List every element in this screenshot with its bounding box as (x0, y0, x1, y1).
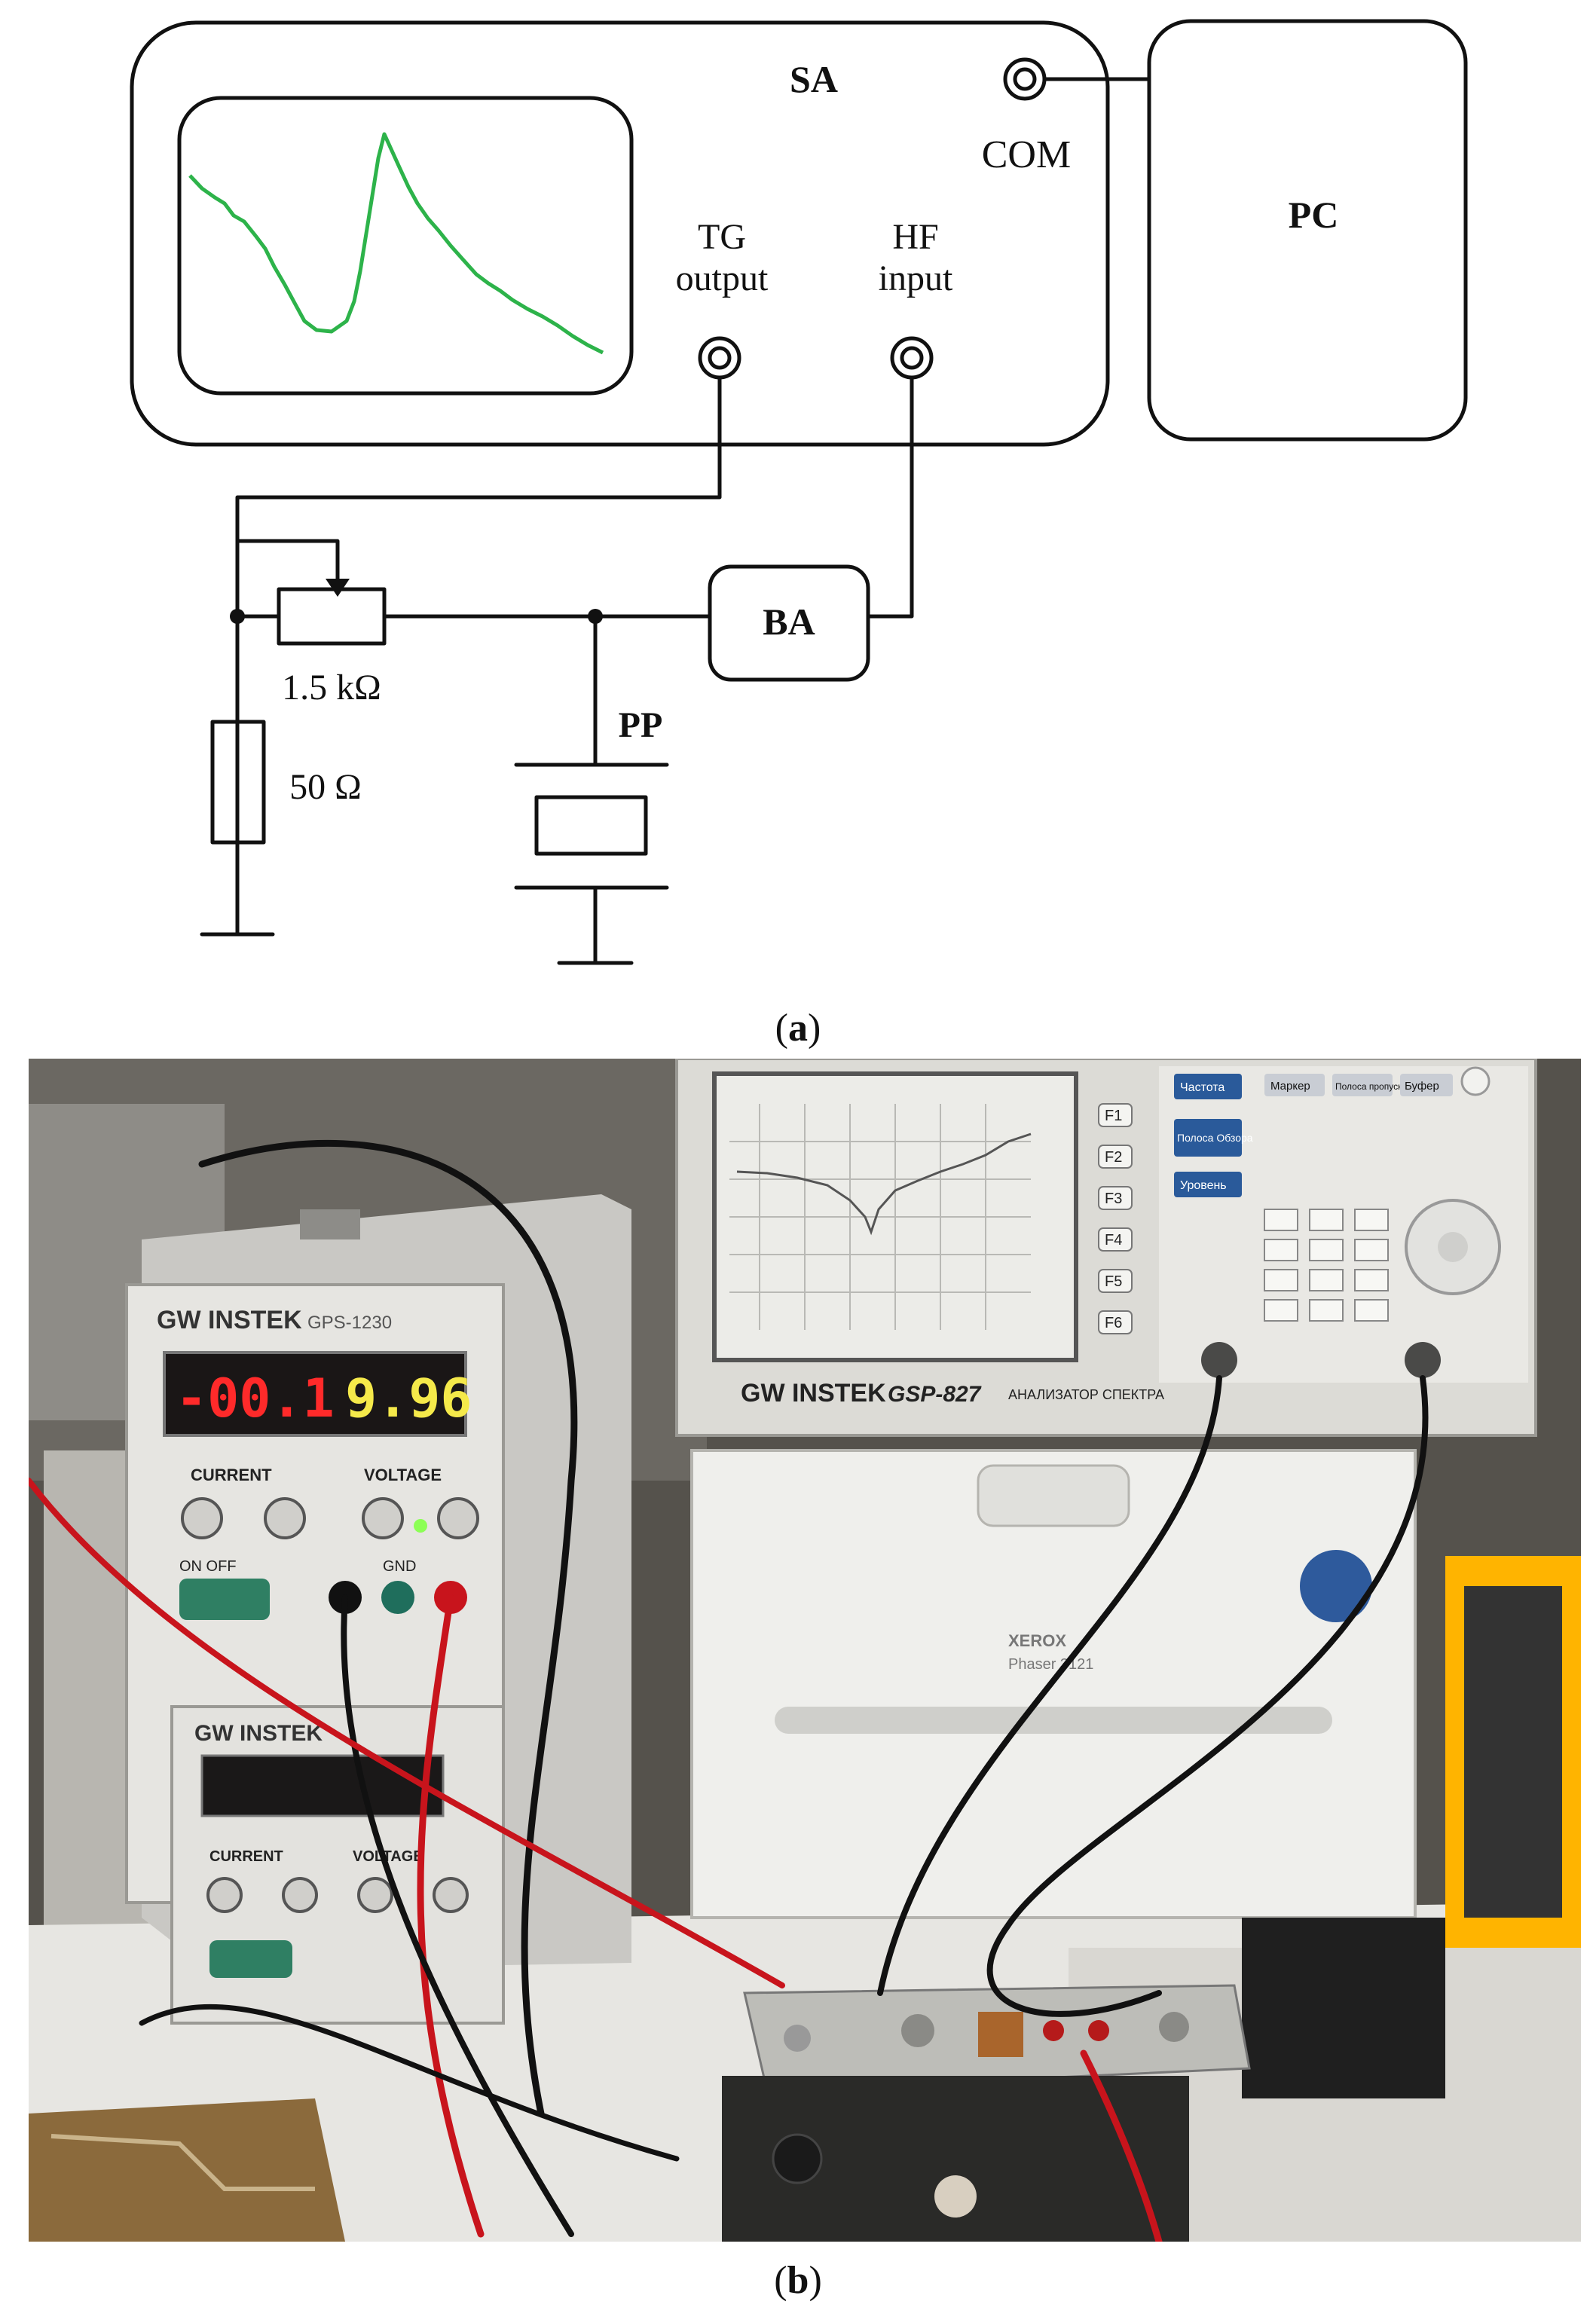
key-rbw[interactable] (1332, 1074, 1393, 1096)
key-level[interactable] (1174, 1172, 1242, 1197)
fkey-3-label: F3 (1105, 1191, 1122, 1207)
com-connector (1003, 57, 1047, 101)
fkey-1[interactable] (1098, 1103, 1133, 1127)
pc-box (1147, 19, 1468, 442)
fkey-2-label: F2 (1105, 1149, 1122, 1166)
key-span-label: Полоса Обзора (1177, 1132, 1253, 1144)
hf-input-connector (890, 336, 934, 380)
pp-label: PP (619, 705, 663, 745)
psu-top-display (163, 1351, 467, 1437)
amps-reading: -00.1 (176, 1368, 335, 1429)
psu-bottom-current-label: CURRENT (209, 1848, 283, 1865)
key-frequency[interactable] (1174, 1074, 1242, 1099)
psu-top-current-label: CURRENT (191, 1466, 272, 1484)
pc-label: PC (1289, 194, 1339, 236)
key-frequency-label: Частота (1180, 1081, 1225, 1094)
psu-top-on-off: ON OFF (179, 1558, 237, 1575)
setup-photo: GW INSTEK GPS-1230 -00.1 9.96 CURRENT VO… (29, 1059, 1581, 2242)
sa-box (130, 20, 1110, 447)
hf-input-port[interactable] (1405, 1342, 1441, 1378)
psu-bottom: GW INSTEK CURRENT VOLTAGE (170, 1705, 505, 2025)
fkey-6[interactable] (1098, 1310, 1133, 1334)
psu-top-current-fine-knob[interactable] (181, 1497, 223, 1539)
tg-label-line2: output (676, 258, 769, 298)
key-buffer-label: Буфер (1405, 1080, 1439, 1093)
sa-screen (177, 96, 634, 396)
fkey-3[interactable] (1098, 1186, 1133, 1210)
fkey-5-label: F5 (1105, 1273, 1122, 1290)
tg-label-line1: TG (698, 217, 746, 257)
analyzer-brand: GW INSTEK (741, 1379, 886, 1408)
block-diagram: SA COM PC TG output HF input BA PP 1.5 k… (130, 19, 1468, 965)
psu-bottom-brand: GW INSTEK (194, 1721, 323, 1746)
fkey-2[interactable] (1098, 1145, 1133, 1169)
psu-top-gnd: GND (383, 1558, 416, 1575)
printer-brand: XEROX (1008, 1631, 1066, 1650)
terminal-green[interactable] (381, 1581, 414, 1614)
fkey-4[interactable] (1098, 1227, 1133, 1252)
fkey-4-label: F4 (1105, 1232, 1122, 1249)
com-label: COM (982, 133, 1071, 176)
key-marker[interactable] (1264, 1074, 1325, 1096)
psu-top-voltage-fine-knob[interactable] (362, 1497, 404, 1539)
caption-a: (a) (775, 1007, 821, 1050)
piezo-crystal (534, 795, 648, 856)
psu-bottom-voltage-label: VOLTAGE (353, 1848, 423, 1865)
psu-top-brand: GW INSTEK (157, 1306, 302, 1334)
spectrum-analyzer: F1 F2 F3 F4 F5 F6 Частота Полоса Обзора (675, 1059, 1537, 1437)
key-marker-label: Маркер (1270, 1080, 1310, 1093)
key-level-label: Уровень (1180, 1179, 1227, 1192)
psu-top-power-switch[interactable] (179, 1579, 270, 1620)
pot-value-label: 1.5 kΩ (282, 668, 381, 708)
fkey-6-label: F6 (1105, 1315, 1122, 1331)
key-buffer[interactable] (1400, 1074, 1453, 1096)
key-span[interactable] (1174, 1119, 1242, 1157)
analyzer-model: GSP-827 (888, 1382, 982, 1407)
psu-top-voltage-label: VOLTAGE (364, 1466, 442, 1484)
spectrum-trace (188, 132, 604, 355)
tg-output-connector (698, 336, 741, 380)
ba-label: BA (763, 601, 815, 643)
potentiometer (277, 587, 387, 646)
analyzer-subtitle: АНАЛИЗАТОР СПЕКТРА (1008, 1387, 1164, 1402)
psu-top-voltage-coarse-knob[interactable] (437, 1497, 479, 1539)
hf-label-line2: input (879, 258, 953, 298)
volts-reading: 9.96 (345, 1368, 472, 1429)
key-rbw-label: Полоса пропуск (1335, 1081, 1402, 1092)
sa-label: SA (790, 58, 838, 100)
hf-label-line1: HF (892, 217, 938, 257)
analyzer-power-button[interactable] (1460, 1066, 1491, 1096)
ba-box (708, 564, 870, 682)
fkey-5[interactable] (1098, 1269, 1133, 1293)
resistor-value-label: 50 Ω (289, 767, 362, 807)
psu-top-model: GPS-1230 (307, 1313, 392, 1333)
fkey-1-label: F1 (1105, 1108, 1122, 1124)
tg-output-port[interactable] (1201, 1342, 1237, 1378)
resistor-50-ohm (210, 720, 266, 845)
printer-model: Phaser 3121 (1008, 1656, 1093, 1673)
test-fixture (722, 1984, 1251, 2242)
psu-top-current-coarse-knob[interactable] (264, 1497, 306, 1539)
caption-b: (b) (774, 2259, 822, 2302)
